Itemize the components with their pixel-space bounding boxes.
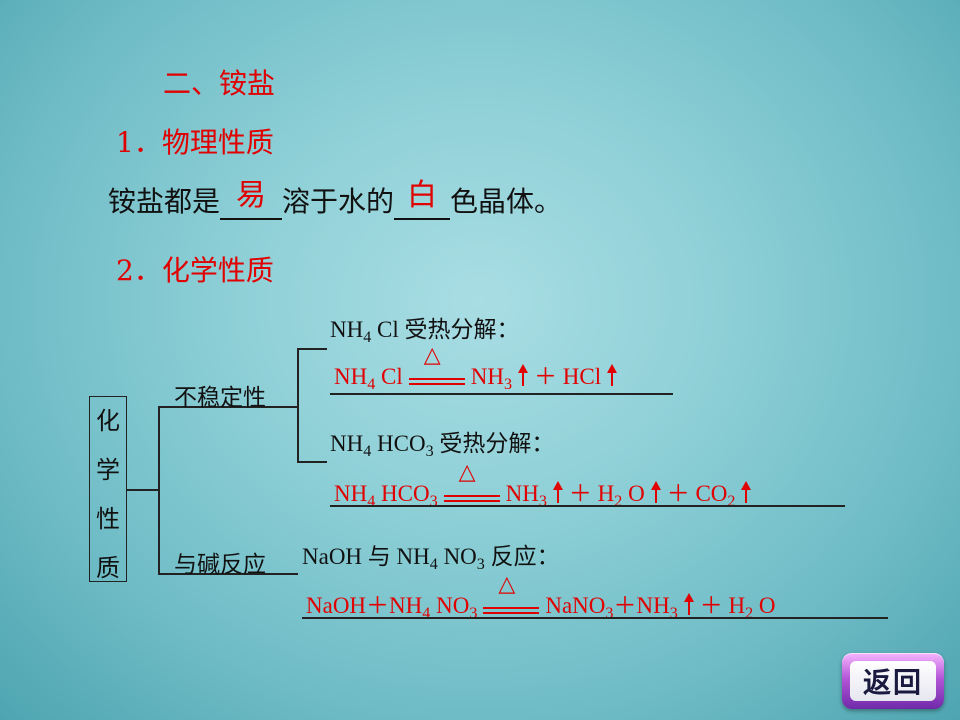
equation-underline <box>330 505 845 507</box>
sentence-part: 溶于水的 <box>282 185 395 218</box>
root-char: 学 <box>96 456 120 484</box>
connector-line <box>297 348 327 350</box>
answer-text: 白 <box>407 178 438 213</box>
reaction1-title: NH4 Cl 受热分解： <box>330 317 520 346</box>
root-char: 化 <box>96 407 120 435</box>
branch-label-base-reaction: 与碱反应 <box>174 552 266 578</box>
subheading-label: 化学性质 <box>161 254 274 287</box>
fill-in-sentence: 铵盐都是易溶于水的白色晶体。 <box>108 178 563 220</box>
branch2-underline <box>158 573 298 575</box>
subheading-number: 1 <box>116 126 134 159</box>
bracket-line <box>158 406 160 574</box>
answer-blank: 白 <box>394 178 451 220</box>
heat-equals-sign: △ <box>443 459 500 507</box>
connector-line <box>127 489 159 491</box>
back-button[interactable]: 返回 <box>842 653 944 709</box>
reaction1-equation: NH4 Cl△NH3＋ HCl <box>334 342 623 393</box>
root-box: 化 学 性 质 <box>89 396 127 582</box>
branch-label-instability: 不稳定性 <box>174 385 266 411</box>
connector-line <box>297 461 327 463</box>
answer-blank: 易 <box>220 178 283 220</box>
reaction3-title: NaOH 与 NH4 NO3 反应： <box>302 544 560 573</box>
gas-arrow-icon <box>650 481 661 503</box>
subheading-number: 2 <box>116 254 134 287</box>
subheading-physical: 1．物理性质 <box>116 126 274 159</box>
subheading-label: 物理性质 <box>161 126 274 159</box>
gas-arrow-icon <box>552 481 563 503</box>
equation-underline <box>302 617 888 619</box>
root-char: 性 <box>96 505 120 533</box>
branch1-underline <box>158 406 298 408</box>
heat-equals-sign: △ <box>483 571 540 619</box>
reaction3-equation: NaOH＋NH4 NO3△NaNO3＋NH3＋ H2 O <box>306 570 776 622</box>
answer-text: 易 <box>236 178 267 213</box>
sentence-part: 铵盐都是 <box>108 185 221 218</box>
gas-arrow-icon <box>607 364 618 386</box>
gas-arrow-icon <box>741 481 752 503</box>
sub-bracket-line <box>297 348 299 461</box>
gas-arrow-icon <box>683 593 694 615</box>
gas-arrow-icon <box>518 364 529 386</box>
subheading-chemical: 2．化学性质 <box>116 254 274 287</box>
reaction2-equation: NH4 HCO3△NH3＋ H2 O＋ CO2 <box>334 459 757 510</box>
back-button-label: 返回 <box>850 661 936 701</box>
heat-equals-sign: △ <box>408 342 465 390</box>
equation-underline <box>330 393 673 395</box>
root-char: 质 <box>96 554 120 582</box>
section-title: 二、铵盐 <box>163 67 276 100</box>
reaction2-title: NH4 HCO3 受热分解： <box>330 431 555 460</box>
sentence-part: 色晶体。 <box>450 185 563 218</box>
